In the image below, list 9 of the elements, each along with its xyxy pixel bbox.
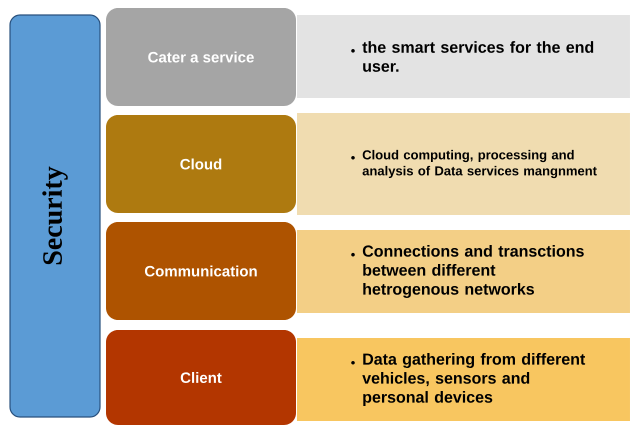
description-box: Cloud computing, processing and analysis of Data services mangnment bbox=[297, 113, 630, 215]
security-bar: Security bbox=[9, 14, 101, 418]
layer-box: Cater a service bbox=[106, 8, 296, 106]
layer-box: Cloud bbox=[106, 115, 296, 213]
layer-box: Communication bbox=[106, 222, 296, 320]
description-box: Data gathering from different vehicles, sensors and personal devices bbox=[297, 338, 630, 421]
description-box: the smart services for the end user. bbox=[297, 15, 630, 98]
layer-box: Client bbox=[106, 330, 296, 425]
description-box: Connections and transctions between different hetrogenous networks bbox=[297, 230, 630, 313]
